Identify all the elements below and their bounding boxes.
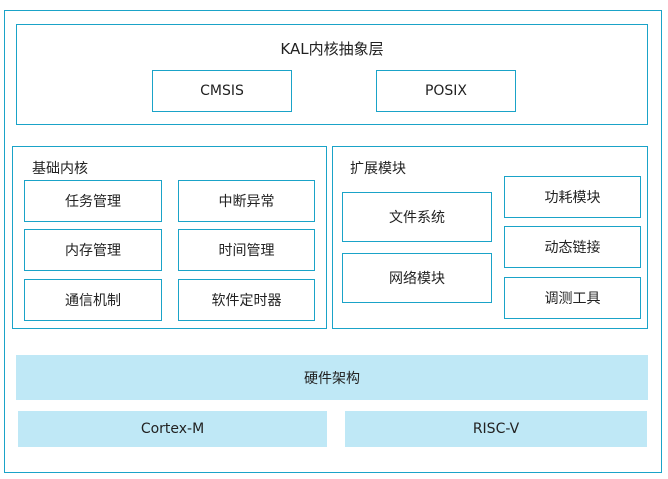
extension-item: 动态链接 <box>504 226 641 268</box>
extension-item: 网络模块 <box>342 253 492 303</box>
extension-item: 调测工具 <box>504 277 641 319</box>
basic-kernel-item: 内存管理 <box>24 229 162 271</box>
kal-item-cmsis: CMSIS <box>152 70 292 112</box>
basic-kernel-item: 时间管理 <box>178 229 315 271</box>
basic-kernel-item: 任务管理 <box>24 180 162 222</box>
basic-kernel-title: 基础内核 <box>32 161 88 177</box>
kal-layer-title: KAL内核抽象层 <box>280 40 384 58</box>
extension-title: 扩展模块 <box>350 161 406 177</box>
kal-item-posix: POSIX <box>376 70 516 112</box>
extension-item: 文件系统 <box>342 192 492 242</box>
hardware-layer: 硬件架构 <box>16 355 648 400</box>
extension-item: 功耗模块 <box>504 176 641 218</box>
hardware-item-risc-v: RISC-V <box>345 411 647 447</box>
hardware-item-cortex-m: Cortex-M <box>18 411 327 447</box>
kal-layer <box>16 24 648 125</box>
basic-kernel-item: 通信机制 <box>24 279 162 321</box>
basic-kernel-item: 中断异常 <box>178 180 315 222</box>
basic-kernel-item: 软件定时器 <box>178 279 315 321</box>
